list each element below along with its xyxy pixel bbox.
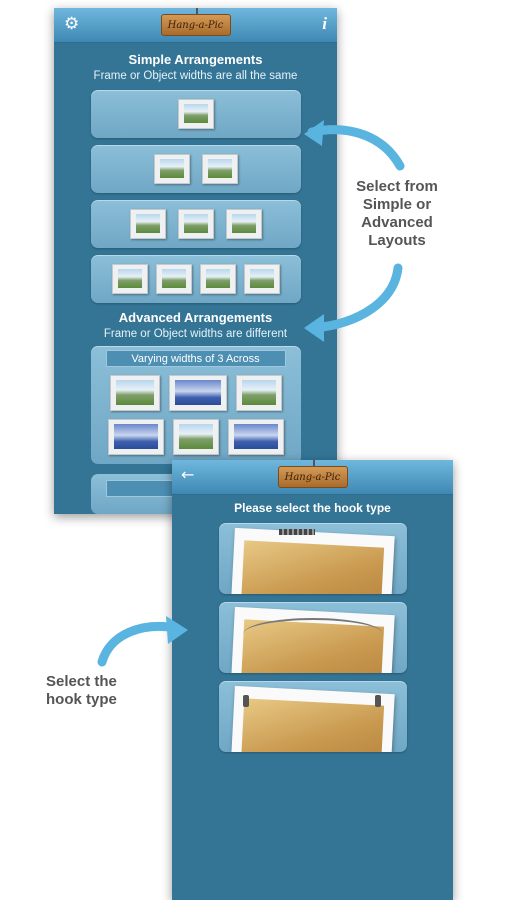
picture-thumbnail — [129, 209, 166, 239]
back-arrow-icon[interactable]: ← — [181, 465, 195, 484]
simple-arrangements-subheading: Frame or Object widths are all the same — [93, 70, 298, 82]
picture-thumbnail — [155, 264, 192, 294]
sawtooth-hanger-icon — [278, 529, 315, 535]
hook-type-heading: Please select the hook type — [234, 501, 391, 515]
arrangement-2-across[interactable] — [90, 145, 301, 193]
frame-back-image — [230, 685, 395, 752]
hook-option-wire[interactable] — [218, 602, 407, 673]
hook-option-sawtooth[interactable] — [218, 523, 407, 594]
simple-arrangements-heading: Simple Arrangements — [128, 52, 263, 67]
app-logo: Hang-a-Pic — [160, 8, 231, 36]
caption-select-layouts: Select from Simple or Advanced Layouts — [356, 178, 438, 249]
d-ring-right-icon — [374, 695, 381, 707]
advanced-arrangement-varying-3[interactable]: Varying widths of 3 Across — [90, 346, 301, 464]
advanced-arrangement-label: Varying widths of 3 Across — [105, 350, 286, 367]
picture-thumbnail — [199, 264, 236, 294]
advanced-arrangements-heading: Advanced Arrangements — [118, 310, 273, 325]
navbar: ← Hang-a-Pic — [172, 460, 453, 495]
picture-thumbnail — [107, 419, 164, 455]
arrow-to-hook-type — [97, 616, 188, 667]
picture-thumbnail — [177, 209, 214, 239]
navbar: ⚙ Hang-a-Pic i — [54, 8, 337, 43]
arrow-to-advanced — [304, 263, 403, 342]
picture-thumbnail — [177, 99, 214, 129]
picture-thumbnail — [225, 209, 262, 239]
arrangement-3-across[interactable] — [90, 200, 301, 248]
gear-icon[interactable]: ⚙ — [64, 14, 80, 34]
app-logo: Hang-a-Pic — [277, 460, 348, 488]
picture-thumbnail — [109, 375, 160, 411]
info-icon[interactable]: i — [322, 14, 327, 33]
d-ring-left-icon — [242, 695, 249, 707]
hook-type-screen: ← Hang-a-Pic Please select the hook type — [172, 460, 453, 900]
arrangement-4-across[interactable] — [90, 255, 301, 303]
picture-thumbnail — [168, 375, 227, 411]
frame-back-image — [230, 527, 395, 594]
arrow-to-layouts — [304, 120, 405, 171]
picture-thumbnail — [235, 375, 282, 411]
logo-text: Hang-a-Pic — [167, 20, 224, 31]
advanced-arrangements-subheading: Frame or Object widths are different — [103, 328, 288, 340]
hook-option-d-rings[interactable] — [218, 681, 407, 752]
picture-thumbnail — [201, 154, 238, 184]
picture-thumbnail — [243, 264, 280, 294]
picture-thumbnail — [111, 264, 148, 294]
wire-hanger-icon — [242, 618, 383, 650]
picture-thumbnail — [153, 154, 190, 184]
logo-text: Hang-a-Pic — [284, 472, 341, 483]
picture-thumbnail — [172, 419, 219, 455]
picture-thumbnail — [227, 419, 284, 455]
arrangement-1-across[interactable] — [90, 90, 301, 138]
caption-select-hook: Select the hook type — [46, 673, 117, 708]
layouts-screen: ⚙ Hang-a-Pic i Simple Arrangements Frame… — [54, 8, 337, 514]
